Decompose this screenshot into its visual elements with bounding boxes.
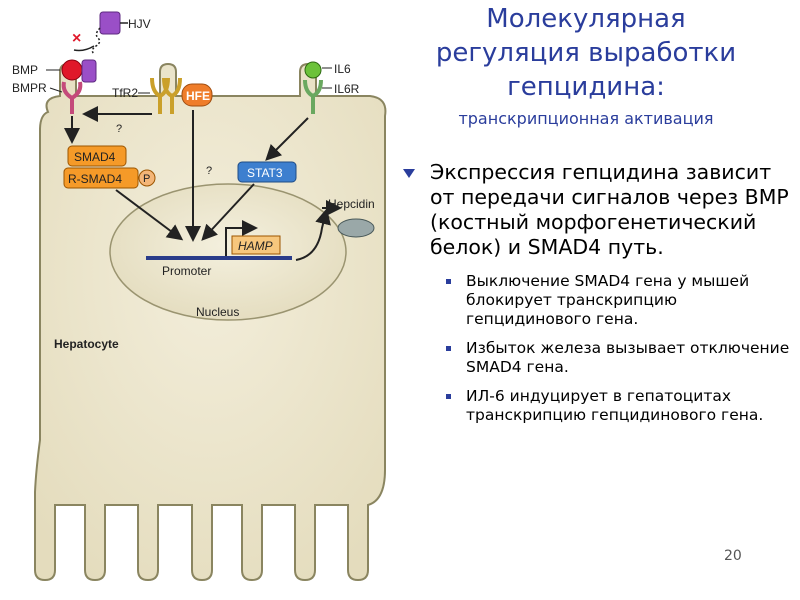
hjv-label: HJV xyxy=(128,17,151,31)
rsmad4-box xyxy=(63,167,139,189)
smad-to-promoter-arrow xyxy=(115,189,184,241)
main-bullet-text: Экспрессия гепцидина зависит от передачи… xyxy=(430,160,789,259)
sub-bullet-text: ИЛ-6 индуцирует в гепатоцитах транскрипц… xyxy=(466,387,764,424)
rsmad4-label: R-SMAD4 xyxy=(68,172,122,186)
hamp-to-hepcidin-arrow xyxy=(295,208,331,261)
bmpr-label: BMPR xyxy=(12,81,47,95)
hepatocyte-label: Hepatocyte xyxy=(54,337,119,351)
triangle-bullet-icon xyxy=(403,169,415,178)
il6r-to-stat3-arrow xyxy=(265,117,309,161)
bmpr-receptor xyxy=(61,81,83,114)
smad4-box xyxy=(67,145,127,167)
il6-label: IL6 xyxy=(334,62,351,76)
promoter-label: Promoter xyxy=(162,264,211,278)
hamp-label: HAMP xyxy=(238,239,273,253)
stat3-label: STAT3 xyxy=(247,166,283,180)
il6r-label: IL6R xyxy=(334,82,360,96)
sub-bullet: Выключение SMAD4 гена у мышей блокирует … xyxy=(400,272,790,329)
nucleus-label: Nucleus xyxy=(196,305,239,319)
tfr2-receptor xyxy=(150,77,182,114)
title-line-1: Молекулярная xyxy=(486,4,686,34)
question-mark-2: ? xyxy=(206,165,212,177)
tfr2-label: TfR2 xyxy=(112,86,138,100)
hepatocyte-cell xyxy=(34,62,387,582)
title-line-2: регуляция выработки xyxy=(435,38,737,68)
hfe-label: HFE xyxy=(186,89,210,103)
bmp-label: BMP xyxy=(12,63,38,77)
bmp-ligand xyxy=(61,59,83,81)
hjv-squiggle xyxy=(91,27,101,55)
square-bullet-icon xyxy=(446,279,451,284)
question-mark-1: ? xyxy=(116,123,122,135)
square-bullet-icon xyxy=(446,394,451,399)
il6-ligand xyxy=(304,61,322,79)
sub-bullet-text: Избыток железа вызывает отключение SMAD4… xyxy=(466,339,790,376)
slide-text: Экспрессия гепцидина зависит от передачи… xyxy=(400,160,790,435)
hamp-box xyxy=(231,235,281,255)
main-bullet: Экспрессия гепцидина зависит от передачи… xyxy=(400,160,790,260)
smad4-label: SMAD4 xyxy=(74,150,116,164)
sub-bullet: ИЛ-6 индуцирует в гепатоцитах транскрипц… xyxy=(400,387,790,425)
phosphate-circle xyxy=(138,169,156,187)
phosphate-label: P xyxy=(143,173,150,185)
slide-subtitle: транскрипционная активация xyxy=(458,109,714,128)
title-line-3: гепцидина: xyxy=(507,72,665,102)
hjv-box xyxy=(99,11,121,35)
square-bullet-icon xyxy=(446,346,451,351)
sub-bullet: Избыток железа вызывает отключение SMAD4… xyxy=(400,339,790,377)
sub-bullet-list: Выключение SMAD4 гена у мышей блокирует … xyxy=(400,272,790,425)
hjv-membrane-box xyxy=(81,59,97,83)
nucleus xyxy=(109,183,347,321)
stat3-box xyxy=(237,161,297,183)
hfe-box xyxy=(181,83,213,107)
hepcidin-molecule xyxy=(337,218,375,238)
transcription-start-arrow xyxy=(225,220,258,256)
blocked-x-mark: × xyxy=(72,30,81,47)
hepcidin-regulation-diagram: HJV × BMP BMPR TfR2 HFE IL6 IL6R ? SMAD4… xyxy=(12,11,387,582)
page-number: 20 xyxy=(724,548,742,564)
il6r-receptor xyxy=(303,79,323,114)
stat3-to-promoter-arrow xyxy=(201,183,255,241)
slide-title: Молекулярная регуляция выработки гепциди… xyxy=(412,2,760,132)
sub-bullet-text: Выключение SMAD4 гена у мышей блокирует … xyxy=(466,272,750,328)
